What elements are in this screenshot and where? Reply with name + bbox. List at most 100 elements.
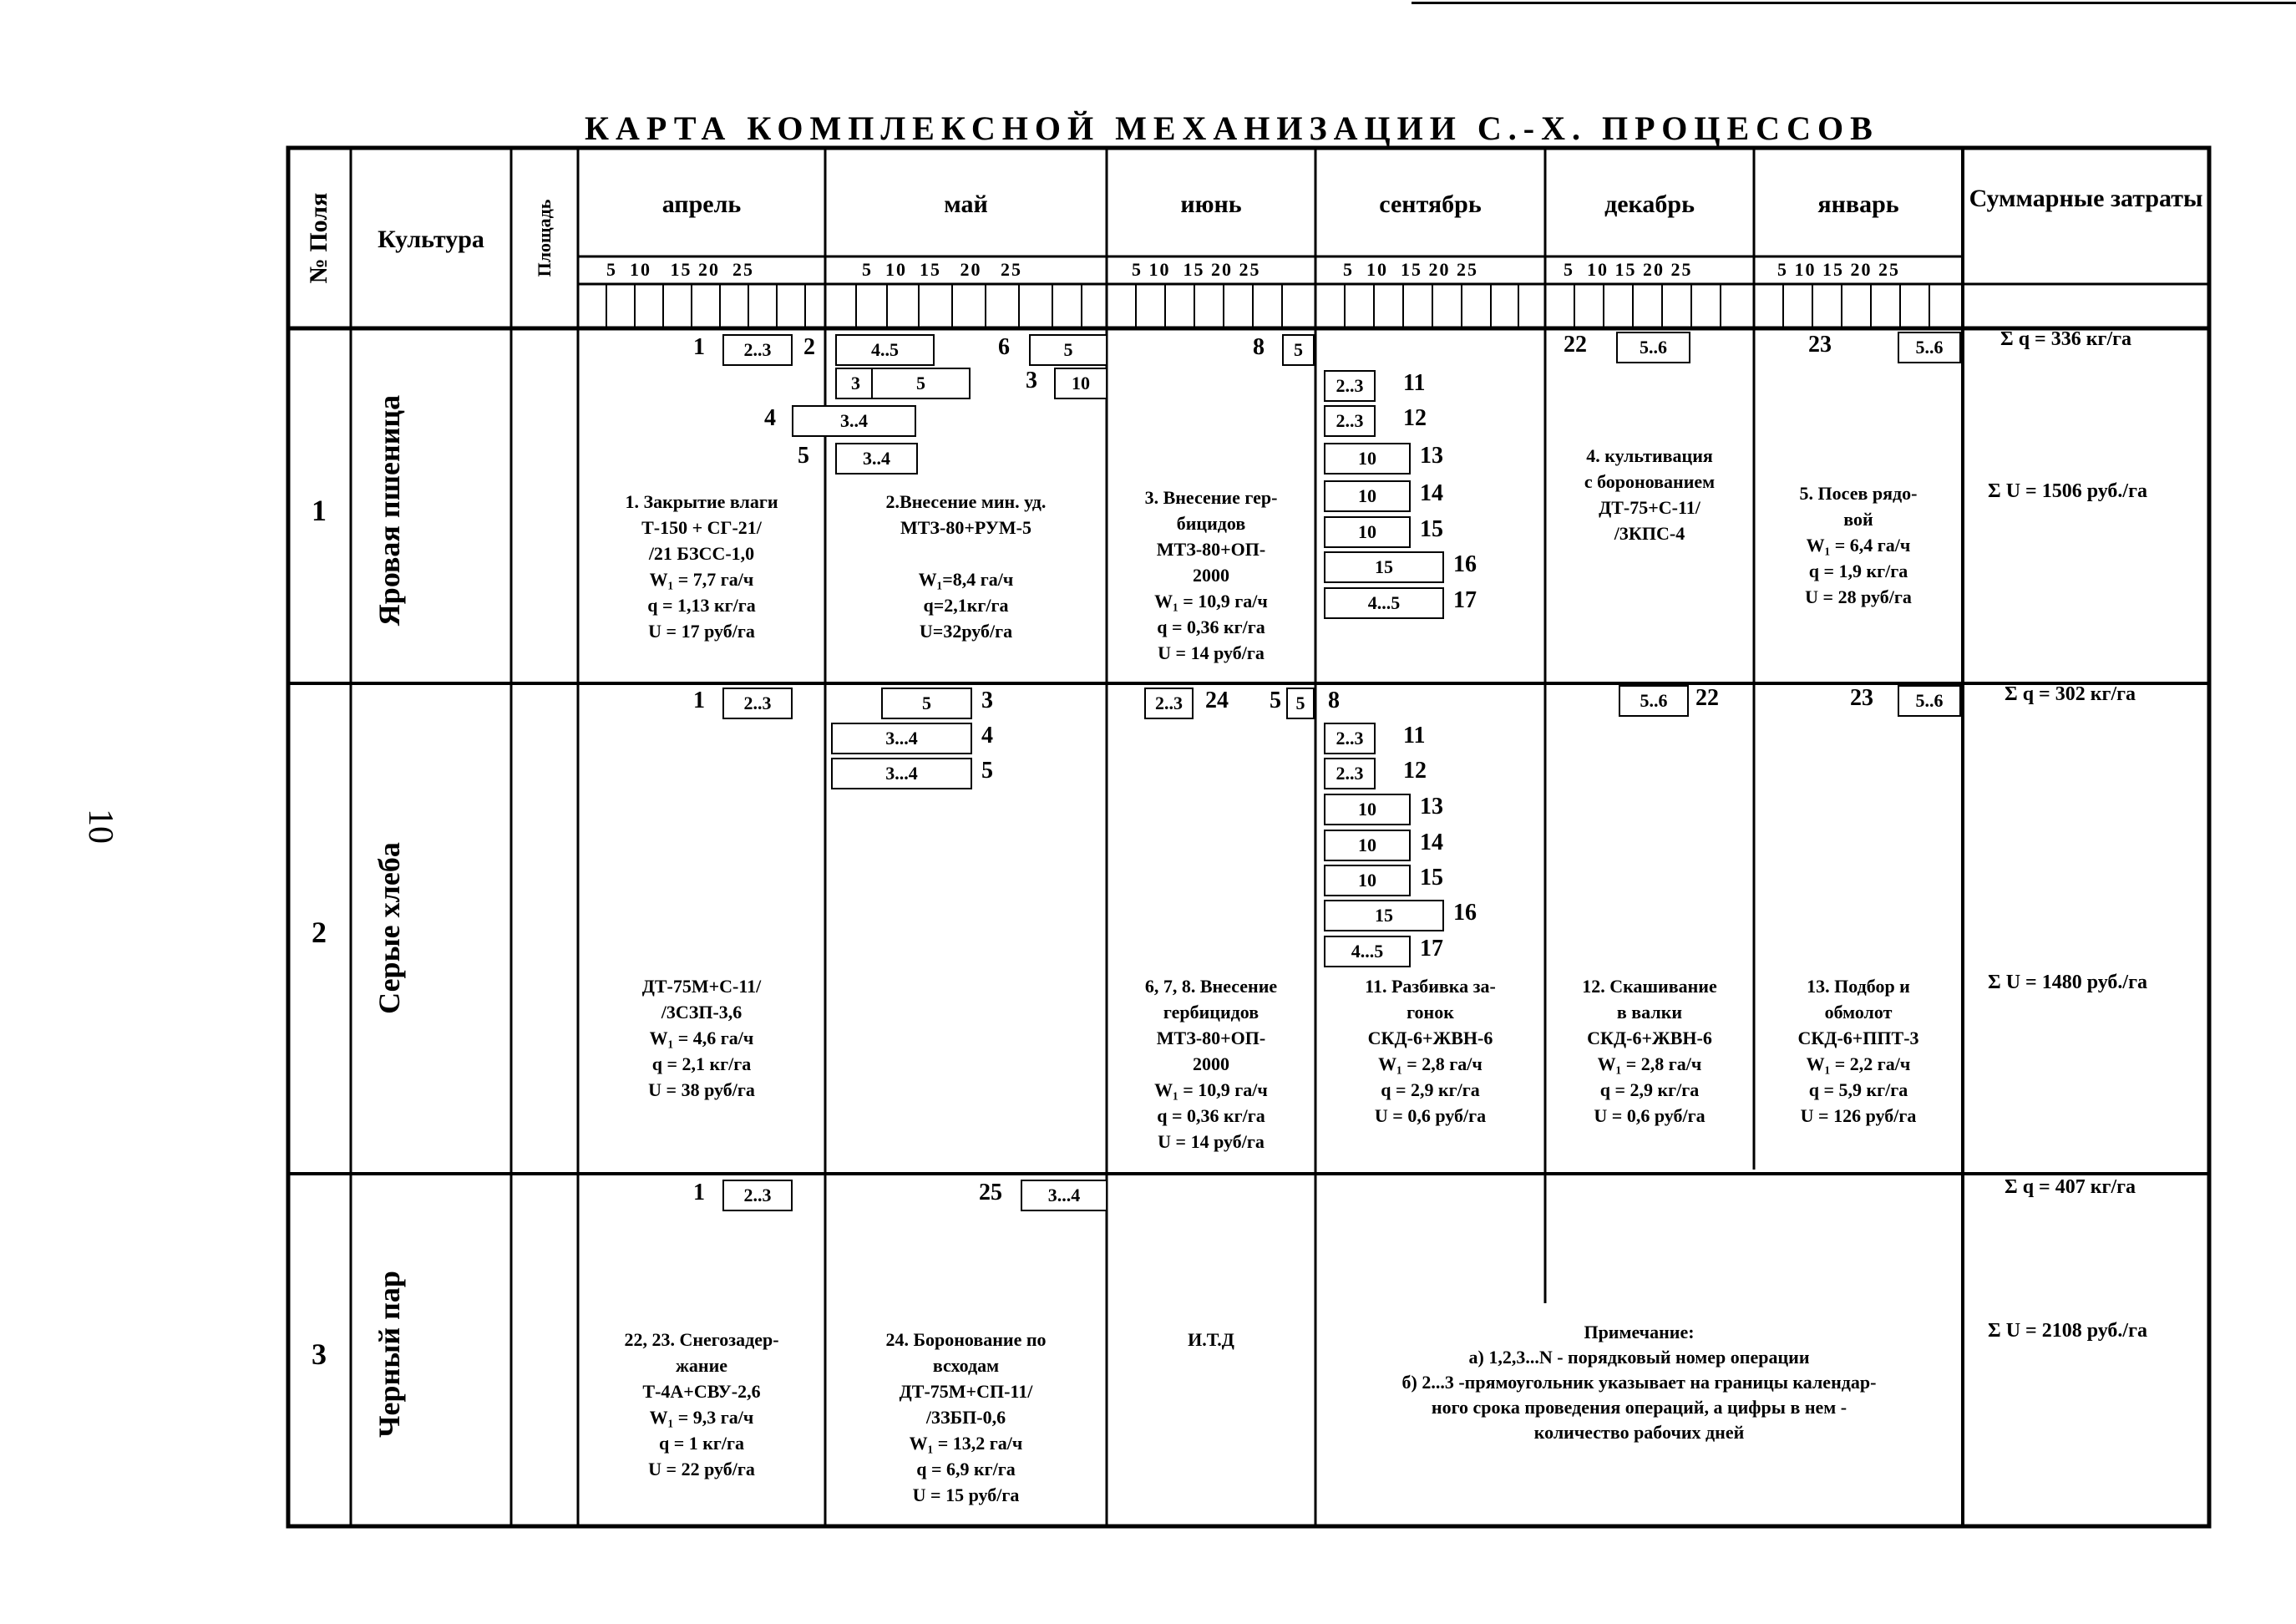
op-box: 3..4 — [792, 405, 916, 437]
op-box: 5..6 — [1619, 685, 1689, 717]
op-box: 4...5 — [1324, 587, 1444, 619]
op-number: 1 — [693, 688, 705, 713]
op-number: 16 — [1453, 551, 1477, 577]
op-box: 5..6 — [1898, 685, 1961, 717]
op-box: 3 — [835, 368, 876, 399]
op-number: 4 — [981, 723, 993, 749]
op-number: 22 — [1564, 332, 1587, 358]
op-box: 2..3 — [1144, 688, 1194, 719]
op-description: 2.Внесение мин. уд. МТЗ-80+РУМ-5 W₁=8,4 … — [885, 491, 1047, 642]
op-box: 3...4 — [831, 723, 972, 754]
op-box: 4...5 — [1324, 936, 1411, 967]
op-box: 5 — [1029, 334, 1107, 366]
note-line: б) 2...3 -прямоугольник указывает на гра… — [1401, 1372, 1877, 1393]
op-number: 14 — [1420, 830, 1443, 855]
header-month-september: сентябрь — [1379, 190, 1482, 218]
op-box: 2..3 — [722, 688, 793, 719]
op-number: 11 — [1403, 723, 1426, 749]
op-number: 1 — [693, 334, 705, 360]
op-box: 10 — [1324, 865, 1411, 896]
op-description: 3. Внесение гер- бицидов МТЗ-80+ОП- 2000… — [1144, 487, 1278, 663]
op-description: 22, 23. Снегозадер- жание Т-4А+СВУ-2,6 W… — [624, 1329, 779, 1479]
op-number: 16 — [1453, 900, 1477, 926]
op-number: 22 — [1695, 685, 1719, 711]
op-box: 2..3 — [722, 1180, 793, 1211]
header-area: Площадь — [534, 199, 555, 277]
op-description: И.Т.Д — [1188, 1329, 1234, 1350]
row1-sum-q: Σ q = 336 кг/га — [2000, 328, 2132, 350]
op-box: 3...4 — [831, 758, 972, 789]
op-number: 23 — [1850, 685, 1873, 711]
op-description: 11. Разбивка за- гонок СКД-6+ЖВН-6 W₁ = … — [1365, 976, 1496, 1126]
op-number: 17 — [1453, 587, 1477, 613]
note-title: Примечание: — [1584, 1322, 1695, 1342]
op-description: 1. Закрытие влаги Т-150 + СГ-21/ /21 БЗС… — [625, 491, 778, 642]
op-box: 5 — [1282, 334, 1315, 366]
op-box: 10 — [1324, 480, 1411, 512]
row2-field-no: 2 — [312, 916, 327, 949]
op-box: 5 — [871, 368, 971, 399]
op-number: 5 — [1270, 688, 1281, 713]
op-description: 13. Подбор и обмолот СКД-6+ППТ-3 W₁ = 2,… — [1797, 976, 1919, 1126]
op-number: 15 — [1420, 516, 1443, 542]
row3-sum-u: Σ U = 2108 руб./га — [1988, 1320, 2147, 1342]
op-box: 3..4 — [835, 443, 918, 475]
header-month-june: июнь — [1180, 190, 1242, 218]
op-description: 24. Боронование по всходам ДТ-75М+СП-11/… — [885, 1329, 1047, 1505]
op-box: 2..3 — [1324, 723, 1376, 754]
row1-sum-u: Σ U = 1506 руб./га — [1988, 480, 2147, 502]
page-title: КАРТА КОМПЛЕКСНОЙ МЕХАНИЗАЦИИ С.-Х. ПРОЦ… — [585, 109, 1879, 147]
op-number: 4 — [764, 405, 776, 431]
op-box: 2..3 — [1324, 370, 1376, 402]
op-number: 8 — [1253, 334, 1265, 360]
header-month-april: апрель — [661, 190, 742, 218]
op-box: 10 — [1324, 443, 1411, 475]
header-field-no: № Поля — [305, 192, 332, 284]
op-box: 10 — [1054, 368, 1107, 399]
op-number: 12 — [1403, 758, 1427, 784]
header-month-may: май — [944, 190, 988, 218]
top-rule — [1412, 2, 2296, 4]
op-description: 5. Посев рядо- вой W₁ = 6,4 га/ч q = 1,9… — [1799, 483, 1918, 607]
note-line: а) 1,2,3...N - порядковый номер операции — [1468, 1347, 1810, 1368]
op-description: 4. культивация с боронованием ДТ-75+С-11… — [1584, 445, 1716, 544]
op-number: 15 — [1420, 865, 1443, 891]
row3-sum-q: Σ q = 407 кг/га — [2005, 1176, 2136, 1198]
op-box: 10 — [1324, 830, 1411, 861]
op-box: 10 — [1324, 516, 1411, 548]
row2-sum-u: Σ U = 1480 руб./га — [1988, 972, 2147, 993]
header-total: Суммарные затраты — [1969, 185, 2203, 212]
header-month-december: декабрь — [1604, 190, 1695, 218]
op-box: 15 — [1324, 900, 1444, 931]
op-number: 3 — [981, 688, 993, 713]
op-number: 24 — [1205, 688, 1229, 713]
op-box: 3...4 — [1021, 1180, 1107, 1211]
op-box: 15 — [1324, 551, 1444, 583]
op-box: 10 — [1324, 794, 1411, 825]
note: Примечание: а) 1,2,3...N - порядковый но… — [1320, 1320, 1959, 1445]
note-line: количество рабочих дней — [1533, 1422, 1745, 1443]
op-number: 1 — [693, 1180, 705, 1205]
row3-field-no: 3 — [312, 1337, 327, 1371]
row1-field-no: 1 — [312, 494, 327, 527]
op-box: 2..3 — [722, 334, 793, 366]
op-description: 12. Скашивание в валки СКД-6+ЖВН-6 W₁ = … — [1582, 976, 1717, 1126]
op-box: 2..3 — [1324, 758, 1376, 789]
row2-sum-q: Σ q = 302 кг/га — [2005, 683, 2136, 705]
op-number: 12 — [1403, 405, 1427, 431]
op-number: 17 — [1420, 936, 1443, 962]
op-description: ДТ-75М+С-11/ /3СЗП-3,6 W₁ = 4,6 га/ч q =… — [641, 976, 762, 1100]
op-box: 4..5 — [835, 334, 935, 366]
row1-crop: Яровая пшеница — [373, 394, 406, 627]
row3-crop: Черный пар — [373, 1271, 406, 1438]
header-month-january: январь — [1817, 190, 1899, 218]
op-number: 5 — [981, 758, 993, 784]
op-number: 23 — [1808, 332, 1832, 358]
note-line: ного срока проведения операций, а цифры … — [1431, 1397, 1847, 1418]
op-box: 5 — [881, 688, 972, 719]
op-number: 5 — [798, 443, 809, 469]
op-number: 3 — [1026, 368, 1037, 393]
op-number: 2 — [803, 334, 815, 360]
op-number: 13 — [1420, 794, 1443, 820]
op-number: 6 — [998, 334, 1010, 360]
